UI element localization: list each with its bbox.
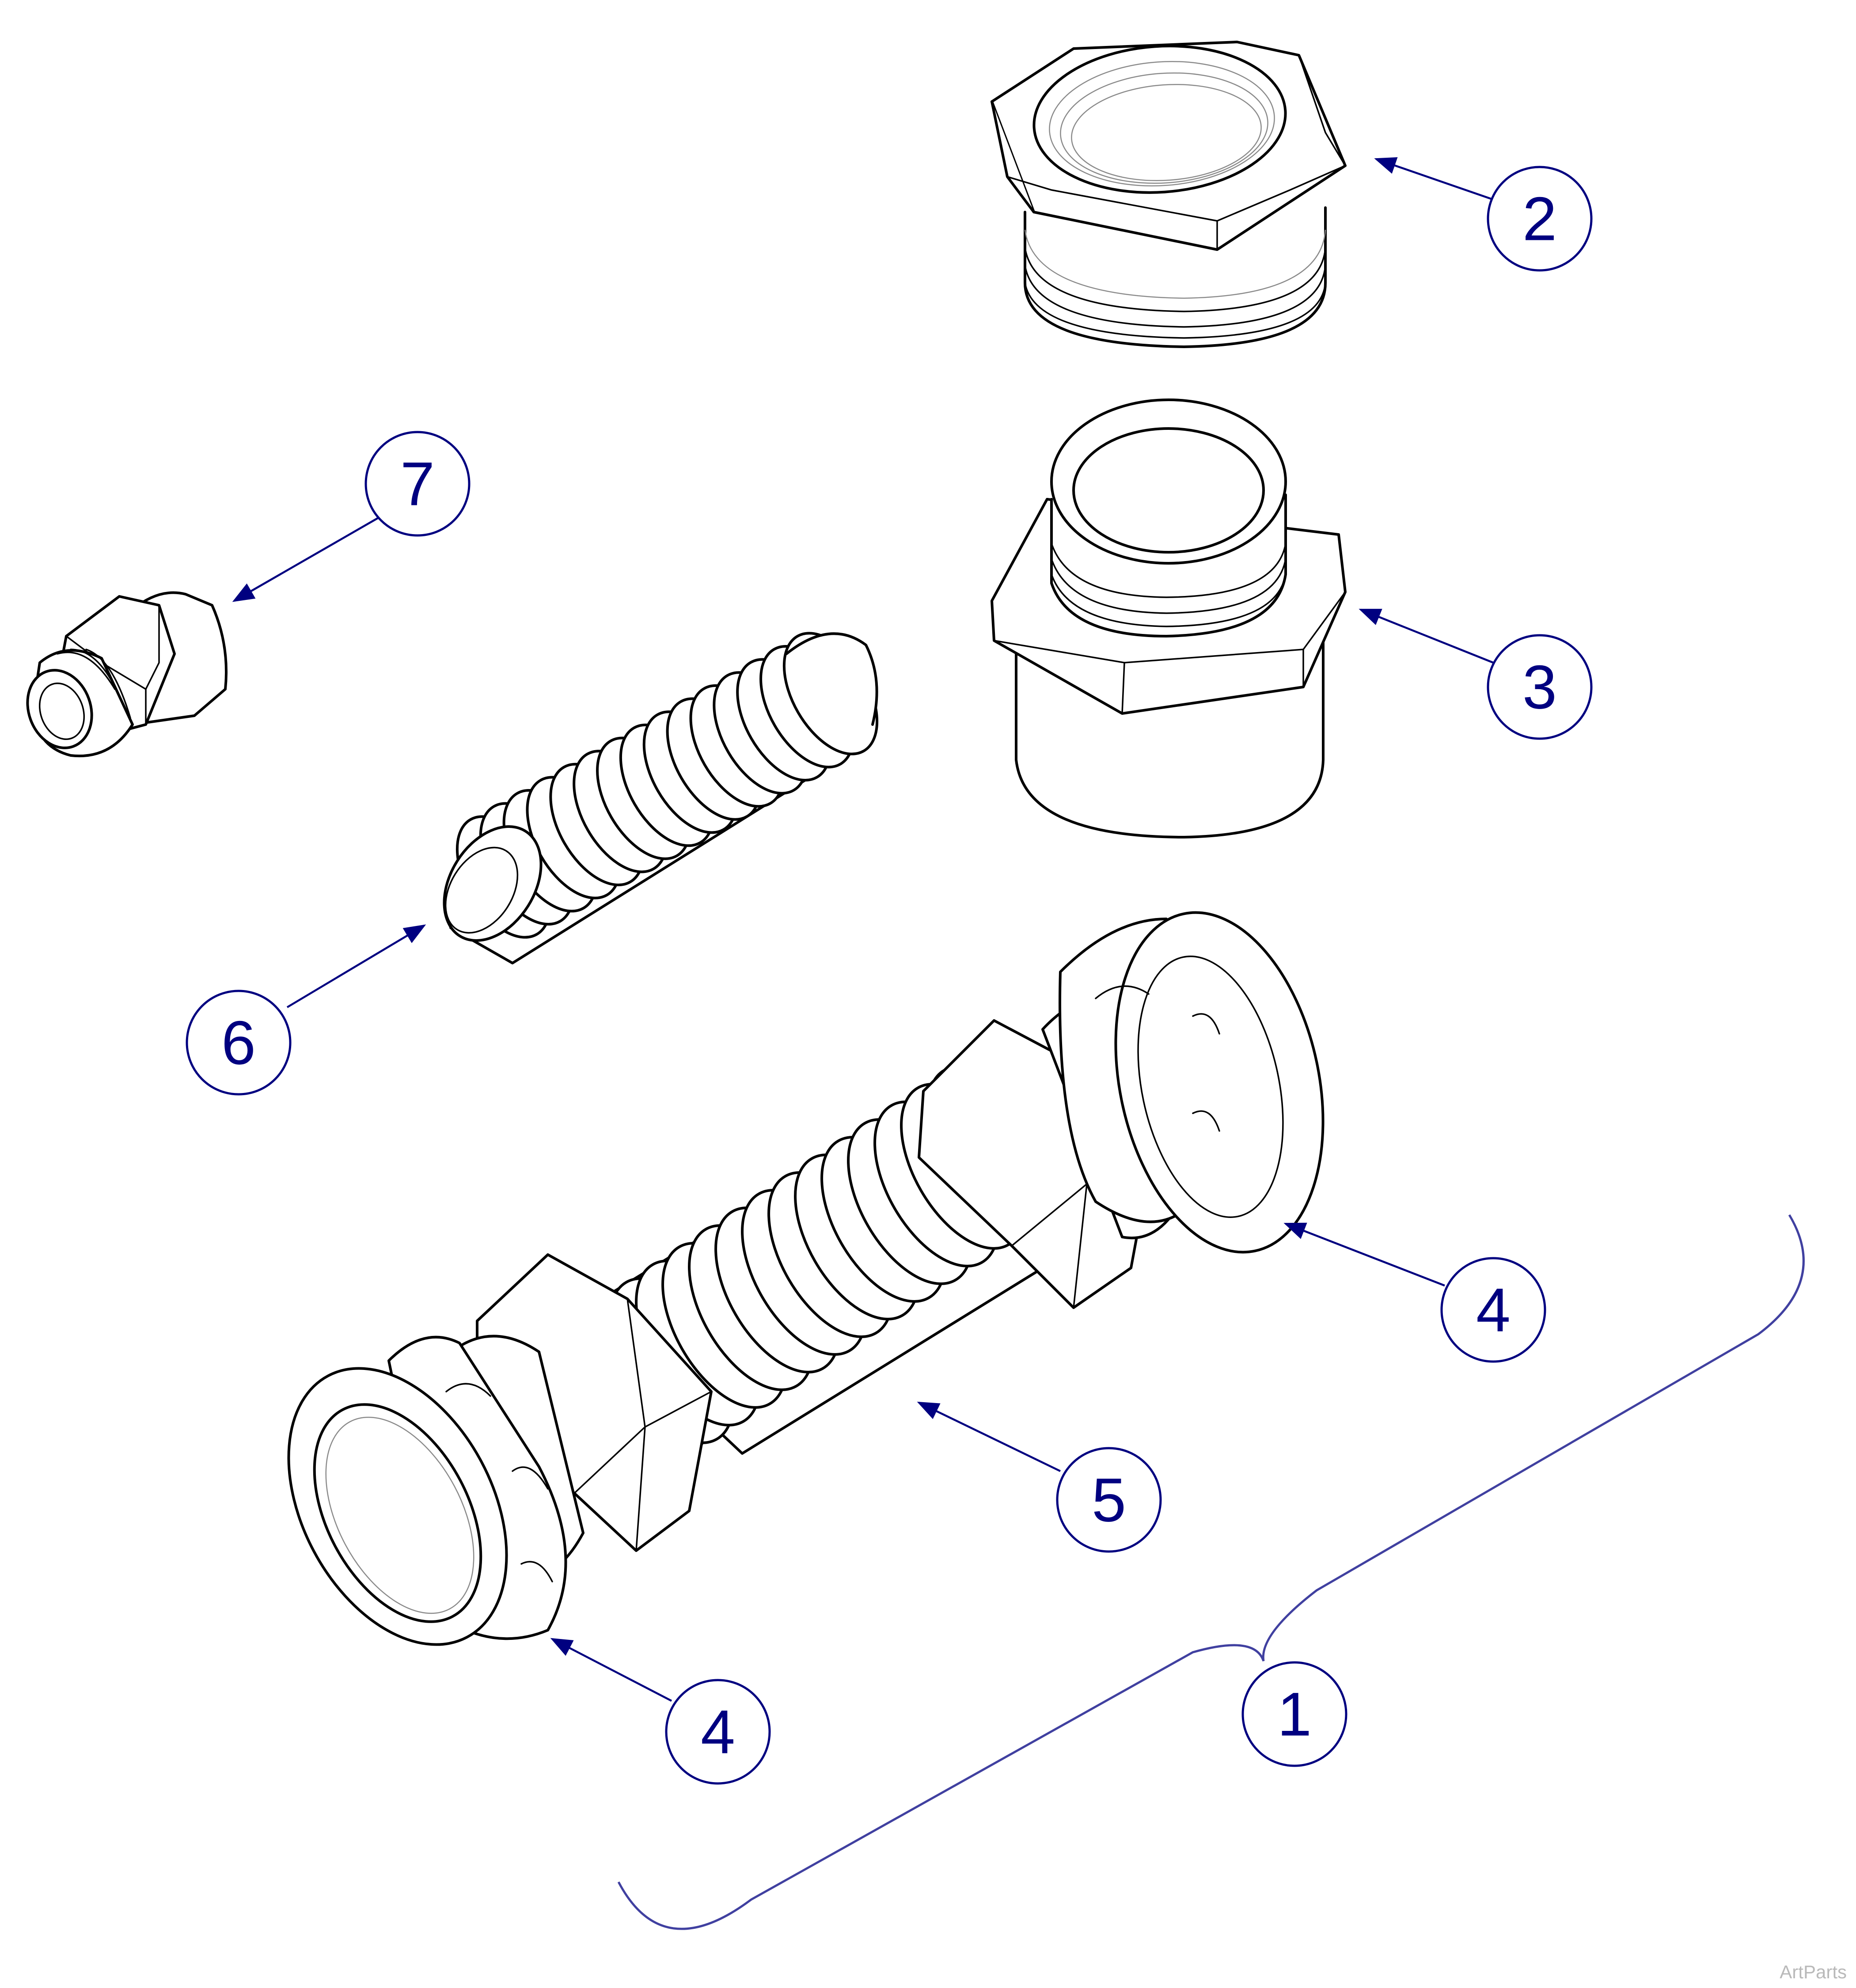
leader-4-right <box>1283 1222 1445 1287</box>
leader-lines <box>232 157 1494 1702</box>
part-2-hex-bushing <box>991 41 1347 348</box>
leader-3 <box>1359 608 1494 664</box>
leader-5 <box>917 1401 1061 1472</box>
part-5-hose-assembly <box>287 911 1325 1646</box>
leader-2 <box>1374 157 1492 200</box>
callout-5: 5 <box>1056 1447 1162 1553</box>
callout-4-left: 4 <box>665 1679 771 1785</box>
callout-5-label: 5 <box>1092 1465 1126 1535</box>
part-4-right-cap <box>1059 911 1325 1254</box>
part-3-adapter <box>991 398 1347 838</box>
callout-4-right-label: 4 <box>1476 1275 1511 1345</box>
leader-6 <box>286 924 426 1008</box>
callout-1: 1 <box>1241 1661 1347 1767</box>
callout-6-label: 6 <box>221 1008 256 1077</box>
callout-3: 3 <box>1487 634 1593 740</box>
callout-1-label: 1 <box>1277 1680 1312 1749</box>
callout-3-label: 3 <box>1522 653 1557 722</box>
watermark-text: ArtParts <box>1780 1961 1847 1982</box>
part-4-left-cap <box>287 1335 567 1646</box>
assembly-brace <box>617 1214 1805 1930</box>
callout-2: 2 <box>1487 166 1593 272</box>
leader-7 <box>232 516 381 602</box>
callout-7-label: 7 <box>400 449 435 519</box>
callout-7: 7 <box>364 431 471 537</box>
callout-2-label: 2 <box>1522 184 1557 254</box>
part-7-hex-nipple <box>26 591 228 758</box>
part-6-corrugated-hose <box>443 632 879 964</box>
callout-4-right: 4 <box>1440 1257 1546 1363</box>
callouts: 2 3 7 6 4 5 4 1 <box>186 166 1593 1785</box>
callout-6: 6 <box>186 990 292 1096</box>
callout-4-left-label: 4 <box>701 1697 735 1767</box>
leader-4-left <box>550 1638 672 1702</box>
